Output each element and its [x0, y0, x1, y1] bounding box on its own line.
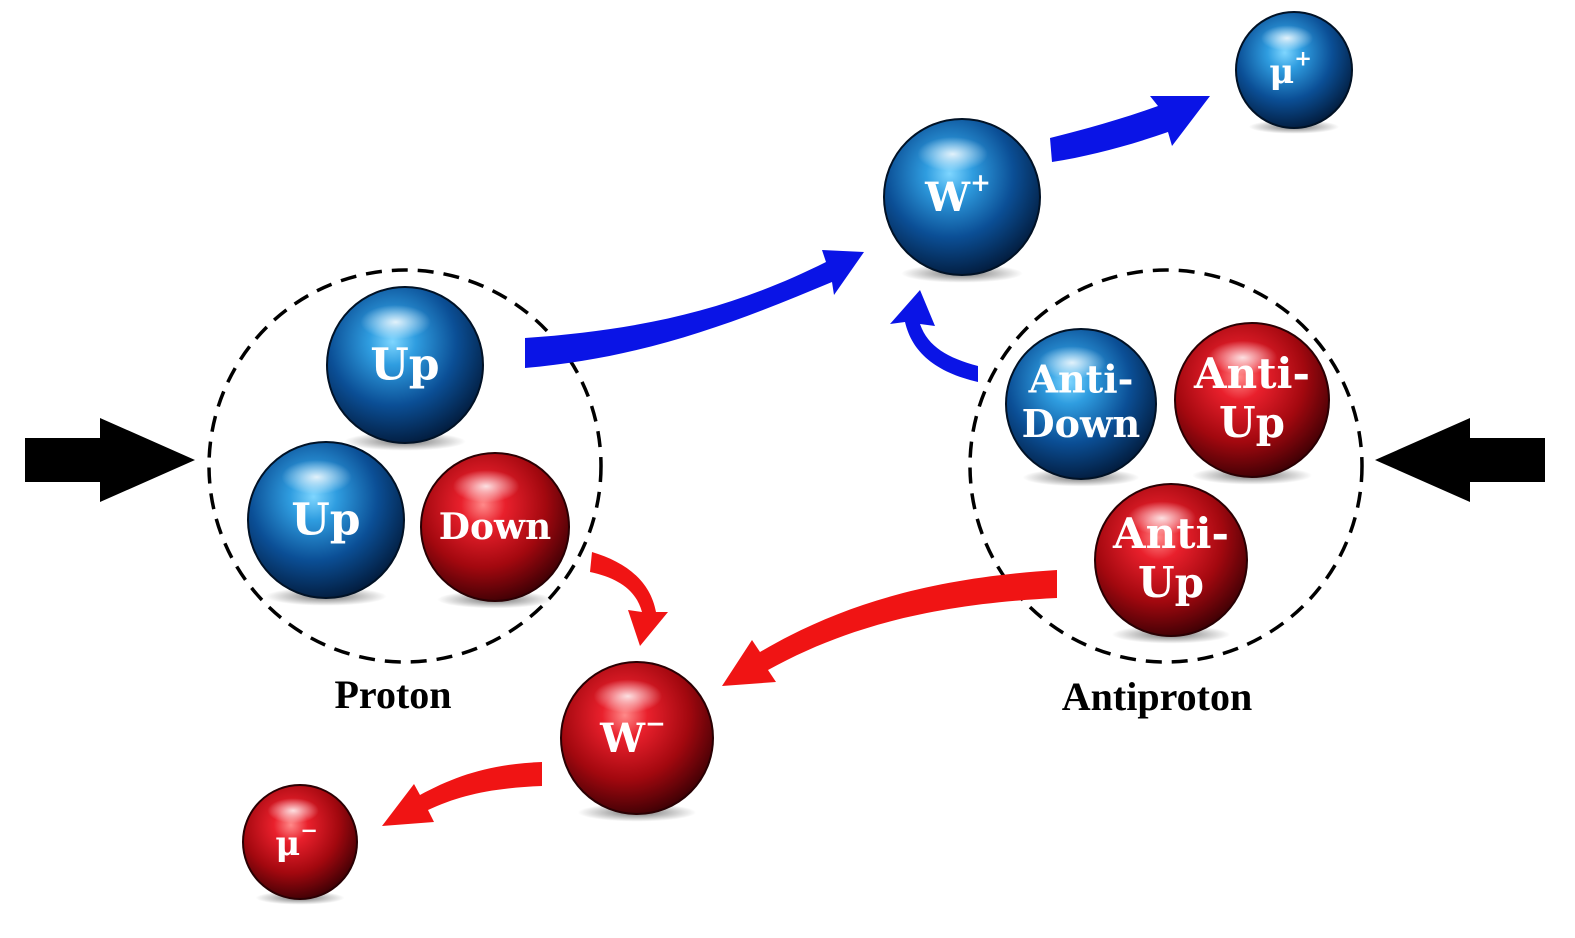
w-plus-boson-charge: +	[970, 168, 991, 197]
anti-up-quark-bottom: Anti-Up	[1094, 483, 1248, 644]
anti-up-quark-right-label-line2: Up	[1219, 398, 1285, 447]
up-quark-left: Up	[247, 441, 405, 606]
up-to-w-plus-arrow	[525, 250, 864, 368]
w-plus-boson-label: W+	[924, 168, 991, 221]
proton-label: Proton	[334, 672, 451, 717]
antiup-to-w-minus-arrow	[722, 570, 1057, 686]
w-plus-to-mu-plus-arrow	[1050, 96, 1210, 162]
up-quark-left-label: Up	[291, 495, 360, 546]
anti-up-quark-right-label-line1: Anti-	[1193, 349, 1310, 398]
down-quark: Down	[420, 452, 570, 609]
mu-minus-muon-symbol: μ	[275, 824, 300, 864]
w-minus-boson-symbol: W	[599, 715, 646, 762]
anti-up-quark-bottom-label-line2: Up	[1138, 558, 1204, 607]
mu-minus-muon: μ−	[242, 784, 358, 905]
anti-up-quark-bottom-highlight	[1127, 501, 1197, 535]
incoming-antiproton-arrow	[1375, 418, 1545, 502]
w-plus-boson: W+	[883, 118, 1041, 283]
mu-plus-muon-symbol: μ	[1269, 52, 1294, 92]
up-quark-left-highlight	[281, 459, 352, 495]
mu-plus-muon: μ+	[1235, 11, 1353, 134]
up-quark-top-highlight	[360, 304, 431, 340]
mu-minus-muon-highlight	[267, 798, 319, 824]
anti-down-quark: Anti-Down	[1005, 328, 1157, 487]
incoming-proton-arrow	[25, 418, 195, 502]
w-minus-boson-highlight	[593, 679, 663, 713]
mu-minus-muon-charge: −	[300, 817, 318, 842]
mu-plus-muon-label: μ+	[1269, 45, 1312, 92]
w-minus-boson-label: W−	[599, 709, 666, 762]
down-quark-highlight	[452, 470, 520, 503]
anti-up-quark-bottom-label-line1: Anti-	[1112, 509, 1229, 558]
antidown-to-w-plus-arrow	[890, 290, 978, 382]
mu-minus-muon-label: μ−	[275, 817, 318, 864]
antiproton-boundary	[968, 268, 1364, 664]
up-quark-top: Up	[326, 286, 484, 451]
mu-plus-muon-charge: +	[1294, 45, 1312, 70]
w-minus-boson: W−	[560, 661, 714, 822]
w-plus-boson-highlight	[917, 136, 988, 172]
anti-down-quark-label-line2: Down	[1022, 401, 1141, 446]
anti-down-quark-label-line1: Anti-	[1028, 357, 1134, 402]
w-minus-to-mu-minus-arrow	[382, 762, 542, 826]
proton-boundary	[207, 268, 603, 664]
mu-plus-muon-highlight	[1260, 25, 1314, 51]
w-plus-boson-symbol: W	[924, 174, 971, 221]
antiproton-label: Antiproton	[1062, 674, 1252, 719]
anti-down-quark-highlight	[1038, 346, 1106, 380]
down-quark-label: Down	[439, 506, 551, 548]
anti-up-quark-right-highlight	[1208, 340, 1278, 375]
up-quark-top-label: Up	[370, 340, 439, 391]
w-minus-boson-charge: −	[645, 709, 666, 738]
anti-up-quark-right: Anti-Up	[1174, 322, 1330, 485]
down-to-w-minus-arrow	[590, 552, 668, 646]
